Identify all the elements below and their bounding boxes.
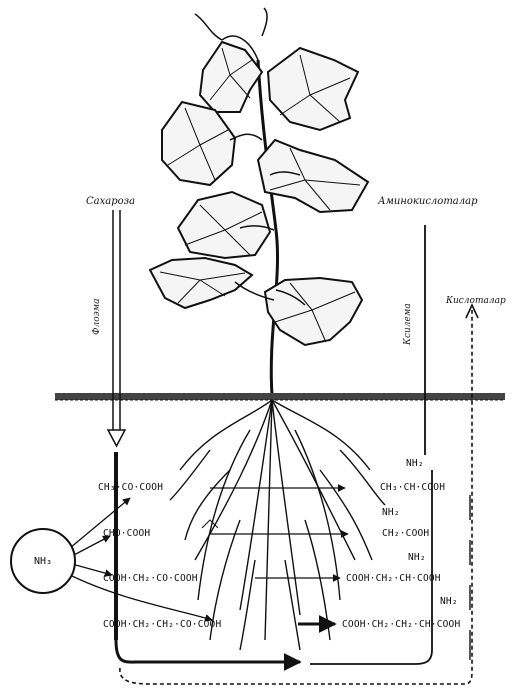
pyruvic-acid: CH₃·CO·COOH: [98, 482, 163, 493]
leaf-middle-right: [258, 140, 368, 212]
soil-surface: [55, 393, 505, 400]
alanine: CH₃·CH·COOH: [380, 482, 445, 493]
xylem-label: Ксилема: [403, 303, 413, 345]
root-system: [170, 400, 385, 650]
acids-label: Кислоталар: [446, 296, 506, 306]
phloem-label: Флоэма: [92, 299, 102, 336]
amino-group-1: NH₂: [406, 458, 424, 469]
leaf-upper-right: [268, 48, 358, 130]
leaf-middle-left: [178, 192, 270, 258]
amino-group-4: NH₂: [440, 596, 458, 607]
glycine: CH₂·COOH: [382, 528, 429, 539]
leaf-lower-right: [265, 278, 362, 345]
amino-group-3: NH₂: [408, 552, 426, 563]
glyoxylic-acid: CHO·COOH: [103, 528, 150, 539]
leaf-upper-left: [162, 102, 235, 185]
leaf-top: [200, 42, 262, 112]
ketoglutaric-acid: COOH·CH₂·CH₂·CO·COOH: [103, 619, 221, 630]
glutamic-acid: COOH·CH₂·CH₂·CH·COOH: [342, 619, 460, 630]
ammonia-circle: NH₃: [10, 528, 76, 594]
sugars-label: Сахароза: [86, 196, 135, 207]
ammonia-arrows: [68, 498, 212, 620]
aspartic-acid: COOH·CH₂·CH·COOH: [346, 573, 441, 584]
oxaloacetic-acid: COOH·CH₂·CO·COOH: [103, 573, 198, 584]
amino-group-2: NH₂: [382, 507, 400, 518]
amino-acids-label: Аминокислоталар: [378, 196, 478, 207]
ammonia-label: NH₃: [34, 556, 52, 567]
